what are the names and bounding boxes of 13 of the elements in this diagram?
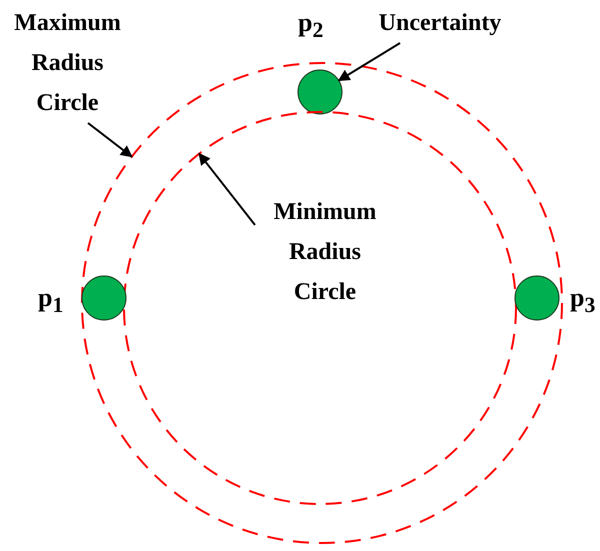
- uncertainty-circle: [512, 273, 562, 323]
- point-label: p$_{2}$: [298, 8, 324, 44]
- leader-line: [87, 122, 133, 158]
- point-label: p$_{3}$: [570, 283, 596, 320]
- callout-text: Uncertainty: [355, 3, 525, 43]
- callout-text: Minimum Radius Circle: [255, 192, 395, 312]
- callout-text: Maximum Radius Circle: [5, 3, 130, 123]
- uncertainty-circle: [79, 273, 129, 323]
- uncertainty-circle: [295, 67, 345, 117]
- leader-line: [338, 42, 401, 82]
- leader-line: [198, 152, 256, 226]
- dashed-circle: [121, 109, 519, 507]
- point-label: p$_{1}$: [38, 283, 64, 320]
